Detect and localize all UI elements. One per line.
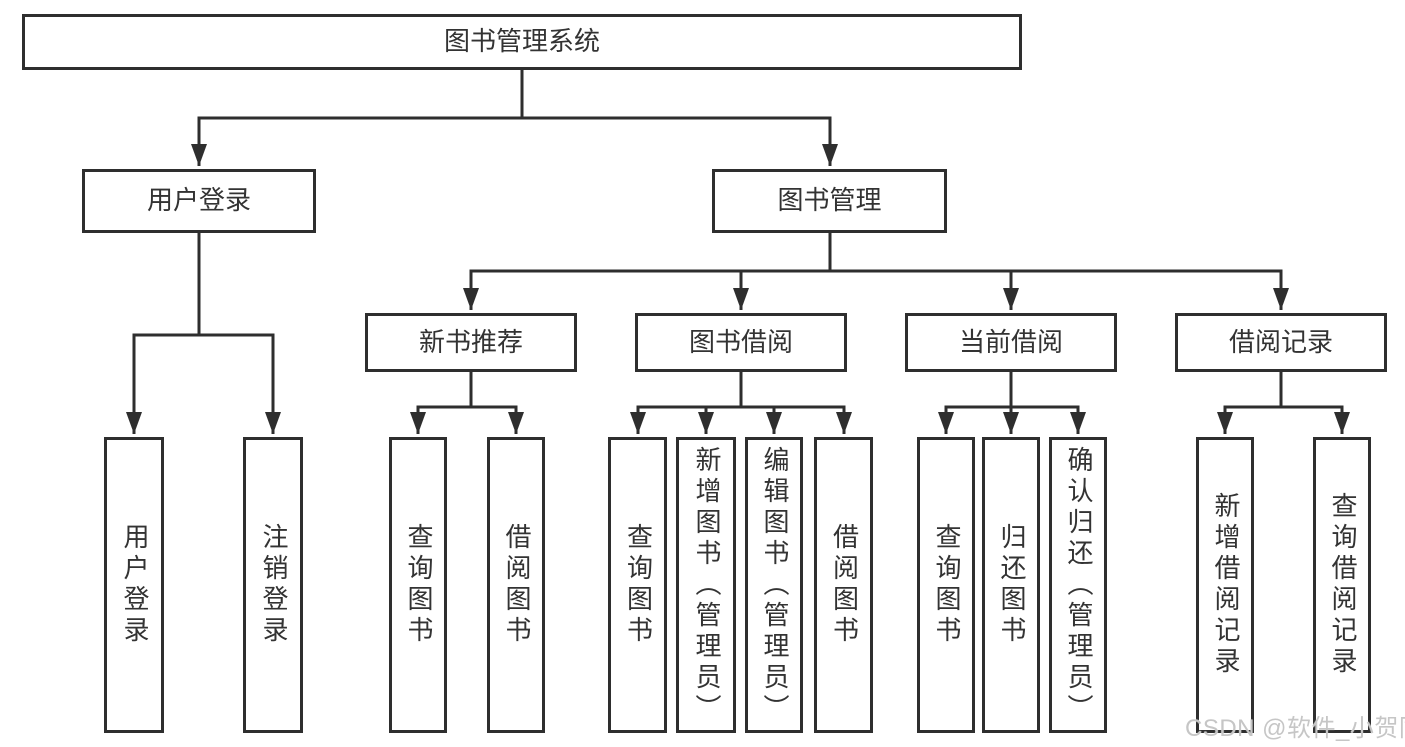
node-label: 图书借阅 (688, 326, 793, 357)
leaf-borrow-book: 借阅图书 (814, 437, 873, 733)
connector-to-leaf-query-record (1279, 372, 1350, 434)
leaf-confirm-return-admin: 确认归还（管理员） (1049, 437, 1107, 733)
csdn-watermark: CSDN @软件_小贺同学 (1185, 715, 1405, 742)
node-label: 新书推荐 (418, 326, 523, 357)
node-label: 新增借阅记录 (1210, 492, 1241, 678)
node-label: 图书管理系统 (443, 26, 600, 57)
leaf-query-books-borrowing: 查询图书 (608, 437, 667, 733)
node-user-login: 用户登录 (82, 169, 316, 233)
leaf-query-borrow-record: 查询借阅记录 (1313, 437, 1371, 733)
connector-to-leaf-borrow-book-2 (739, 372, 852, 434)
connector-to-leaf-add-record (1217, 372, 1283, 434)
node-current-borrowing: 当前借阅 (905, 313, 1117, 372)
connector-to-leaf-confirm-return (1009, 372, 1086, 434)
leaf-query-books-recommend: 查询图书 (389, 437, 447, 733)
connector-root-to-book-management (520, 70, 838, 166)
leaf-borrow-book-recommend: 借阅图书 (487, 437, 545, 733)
connector-to-leaf-edit-book (739, 372, 782, 434)
leaf-user-login: 用户登录 (104, 437, 164, 733)
connector-to-leaf-borrow-book-1 (469, 372, 524, 434)
connector-to-book-borrowing (733, 233, 832, 310)
node-label: 查询图书 (931, 523, 962, 647)
node-label: 用户登录 (146, 185, 251, 216)
connector-to-leaf-user-login (126, 233, 201, 434)
node-label: 注销登录 (258, 523, 289, 647)
node-label: 查询图书 (623, 523, 654, 647)
node-label: 图书管理 (777, 185, 882, 216)
leaf-query-books-current: 查询图书 (917, 437, 975, 733)
node-new-book-recommendation: 新书推荐 (365, 313, 577, 372)
connector-to-borrowing-records (828, 233, 1289, 310)
node-label: 用户登录 (119, 523, 150, 647)
node-label: 借阅图书 (829, 523, 860, 647)
node-book-borrowing: 图书借阅 (635, 313, 847, 372)
node-library-management-system: 图书管理系统 (22, 14, 1022, 70)
node-label: 查询图书 (403, 523, 434, 647)
leaf-edit-book-admin: 编辑图书（管理员） (745, 437, 803, 733)
node-label: 借阅记录 (1228, 326, 1333, 357)
connector-to-leaf-query-books-2 (630, 372, 743, 434)
node-label: 编辑图书（管理员） (759, 445, 790, 725)
node-book-management: 图书管理 (712, 169, 947, 233)
connector-to-leaf-query-books-3 (938, 372, 1013, 434)
connector-to-leaf-query-books-1 (410, 372, 473, 434)
leaf-add-borrow-record: 新增借阅记录 (1196, 437, 1254, 733)
node-label: 确认归还（管理员） (1063, 445, 1094, 725)
node-label: 查询借阅记录 (1327, 492, 1358, 678)
node-label: 当前借阅 (958, 326, 1063, 357)
leaf-return-book: 归还图书 (982, 437, 1040, 733)
node-label: 归还图书 (996, 523, 1027, 647)
leaf-logout: 注销登录 (243, 437, 303, 733)
node-borrowing-records: 借阅记录 (1175, 313, 1387, 372)
connector-root-to-user-login (191, 70, 524, 166)
connector-to-leaf-add-book (698, 372, 743, 434)
connector-to-leaf-logout (197, 233, 281, 434)
node-label: 借阅图书 (501, 523, 532, 647)
node-label: 新增图书（管理员） (691, 445, 722, 725)
leaf-add-book-admin: 新增图书（管理员） (676, 437, 736, 733)
